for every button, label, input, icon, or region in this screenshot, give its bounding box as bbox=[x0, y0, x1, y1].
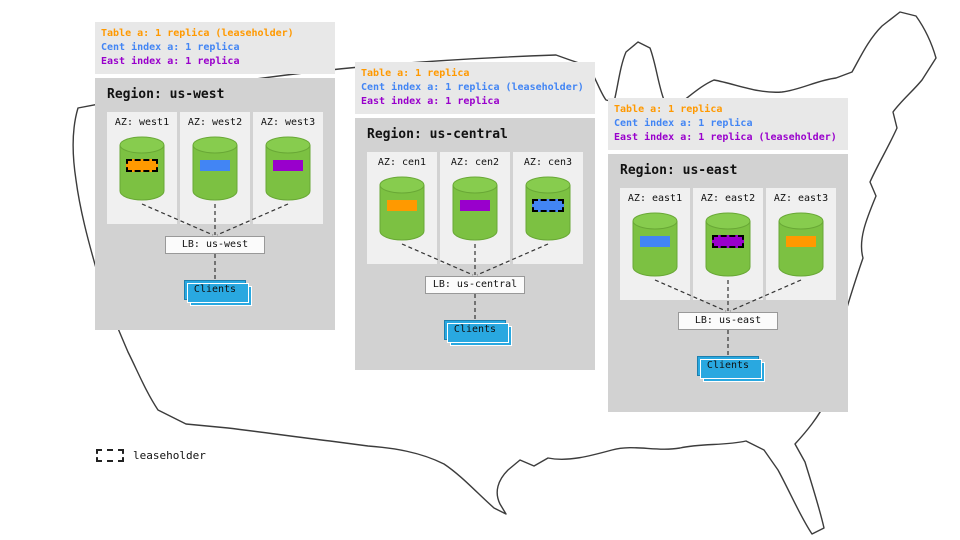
az-label: AZ: east3 bbox=[773, 193, 829, 204]
region-panel: Region: us-west AZ: west1 AZ: west2 bbox=[95, 78, 335, 330]
database-node-icon bbox=[378, 176, 426, 242]
load-balancer-box: LB: us-central bbox=[425, 276, 525, 294]
cylinder-icon bbox=[632, 212, 678, 277]
az-box: AZ: west3 bbox=[253, 112, 323, 224]
cylinder-icon bbox=[452, 176, 498, 241]
az-label: AZ: cen2 bbox=[450, 157, 500, 168]
az-label: AZ: east2 bbox=[700, 193, 756, 204]
az-box: AZ: west1 bbox=[107, 112, 177, 224]
az-box: AZ: east1 bbox=[620, 188, 690, 300]
clients-box: Clients bbox=[444, 320, 506, 340]
az-box: AZ: cen3 bbox=[513, 152, 583, 264]
cylinder-icon bbox=[525, 176, 571, 241]
cylinder-icon bbox=[778, 212, 824, 277]
database-node-icon bbox=[631, 212, 679, 278]
replica-chip bbox=[532, 199, 564, 212]
database-node-icon bbox=[451, 176, 499, 242]
region-panel: Region: us-central AZ: cen1 AZ: cen2 bbox=[355, 118, 595, 370]
database-node-icon bbox=[777, 212, 825, 278]
cylinder-icon bbox=[192, 136, 238, 201]
clients-box: Clients bbox=[184, 280, 246, 300]
replica-summary-line: East index a: 1 replica (leaseholder) bbox=[614, 132, 837, 143]
load-balancer-box: LB: us-east bbox=[678, 312, 778, 330]
az-label: AZ: west3 bbox=[260, 117, 316, 128]
region-title: Region: us-central bbox=[367, 127, 508, 142]
replica-chip bbox=[273, 160, 303, 171]
replica-summary-line: East index a: 1 replica bbox=[361, 96, 500, 107]
az-box: AZ: east3 bbox=[766, 188, 836, 300]
replica-chip bbox=[126, 159, 158, 172]
replica-summary-line: Table a: 1 replica bbox=[614, 104, 723, 115]
replica-chip bbox=[460, 200, 490, 211]
az-label: AZ: cen1 bbox=[377, 157, 427, 168]
legend-label: leaseholder bbox=[133, 449, 206, 462]
replica-summary-line: Table a: 1 replica (leaseholder) bbox=[101, 28, 294, 39]
region-panel: Region: us-east AZ: east1 AZ: east2 bbox=[608, 154, 848, 412]
database-node-icon bbox=[191, 136, 239, 202]
clients-box: Clients bbox=[697, 356, 759, 376]
region-header-box: Table a: 1 replica (leaseholder) Cent in… bbox=[95, 22, 335, 74]
replica-chip bbox=[200, 160, 230, 171]
replica-chip bbox=[712, 235, 744, 248]
replica-summary-line: Cent index a: 1 replica (leaseholder) bbox=[361, 82, 584, 93]
leaseholder-swatch-icon bbox=[96, 449, 124, 462]
region-header-box: Table a: 1 replica Cent index a: 1 repli… bbox=[608, 98, 848, 150]
replica-summary-line: Table a: 1 replica bbox=[361, 68, 470, 79]
replica-summary-line: Cent index a: 1 replica bbox=[614, 118, 753, 129]
database-node-icon bbox=[264, 136, 312, 202]
load-balancer-box: LB: us-west bbox=[165, 236, 265, 254]
az-box: AZ: cen1 bbox=[367, 152, 437, 264]
az-label: AZ: west1 bbox=[114, 117, 170, 128]
cylinder-icon bbox=[379, 176, 425, 241]
cylinder-icon bbox=[265, 136, 311, 201]
az-box: AZ: west2 bbox=[180, 112, 250, 224]
replica-summary-line: Cent index a: 1 replica bbox=[101, 42, 240, 53]
replica-chip bbox=[387, 200, 417, 211]
az-box: AZ: cen2 bbox=[440, 152, 510, 264]
cylinder-icon bbox=[705, 212, 751, 277]
replica-chip bbox=[786, 236, 816, 247]
replica-chip bbox=[640, 236, 670, 247]
region-header-box: Table a: 1 replica Cent index a: 1 repli… bbox=[355, 62, 595, 114]
database-node-icon bbox=[704, 212, 752, 278]
az-label: AZ: cen3 bbox=[523, 157, 573, 168]
region-title: Region: us-west bbox=[107, 87, 225, 102]
replica-summary-line: East index a: 1 replica bbox=[101, 56, 240, 67]
database-node-icon bbox=[524, 176, 572, 242]
az-label: AZ: west2 bbox=[187, 117, 243, 128]
region-title: Region: us-east bbox=[620, 163, 738, 178]
legend: leaseholder bbox=[96, 449, 206, 462]
database-node-icon bbox=[118, 136, 166, 202]
cylinder-icon bbox=[119, 136, 165, 201]
az-box: AZ: east2 bbox=[693, 188, 763, 300]
az-label: AZ: east1 bbox=[627, 193, 683, 204]
